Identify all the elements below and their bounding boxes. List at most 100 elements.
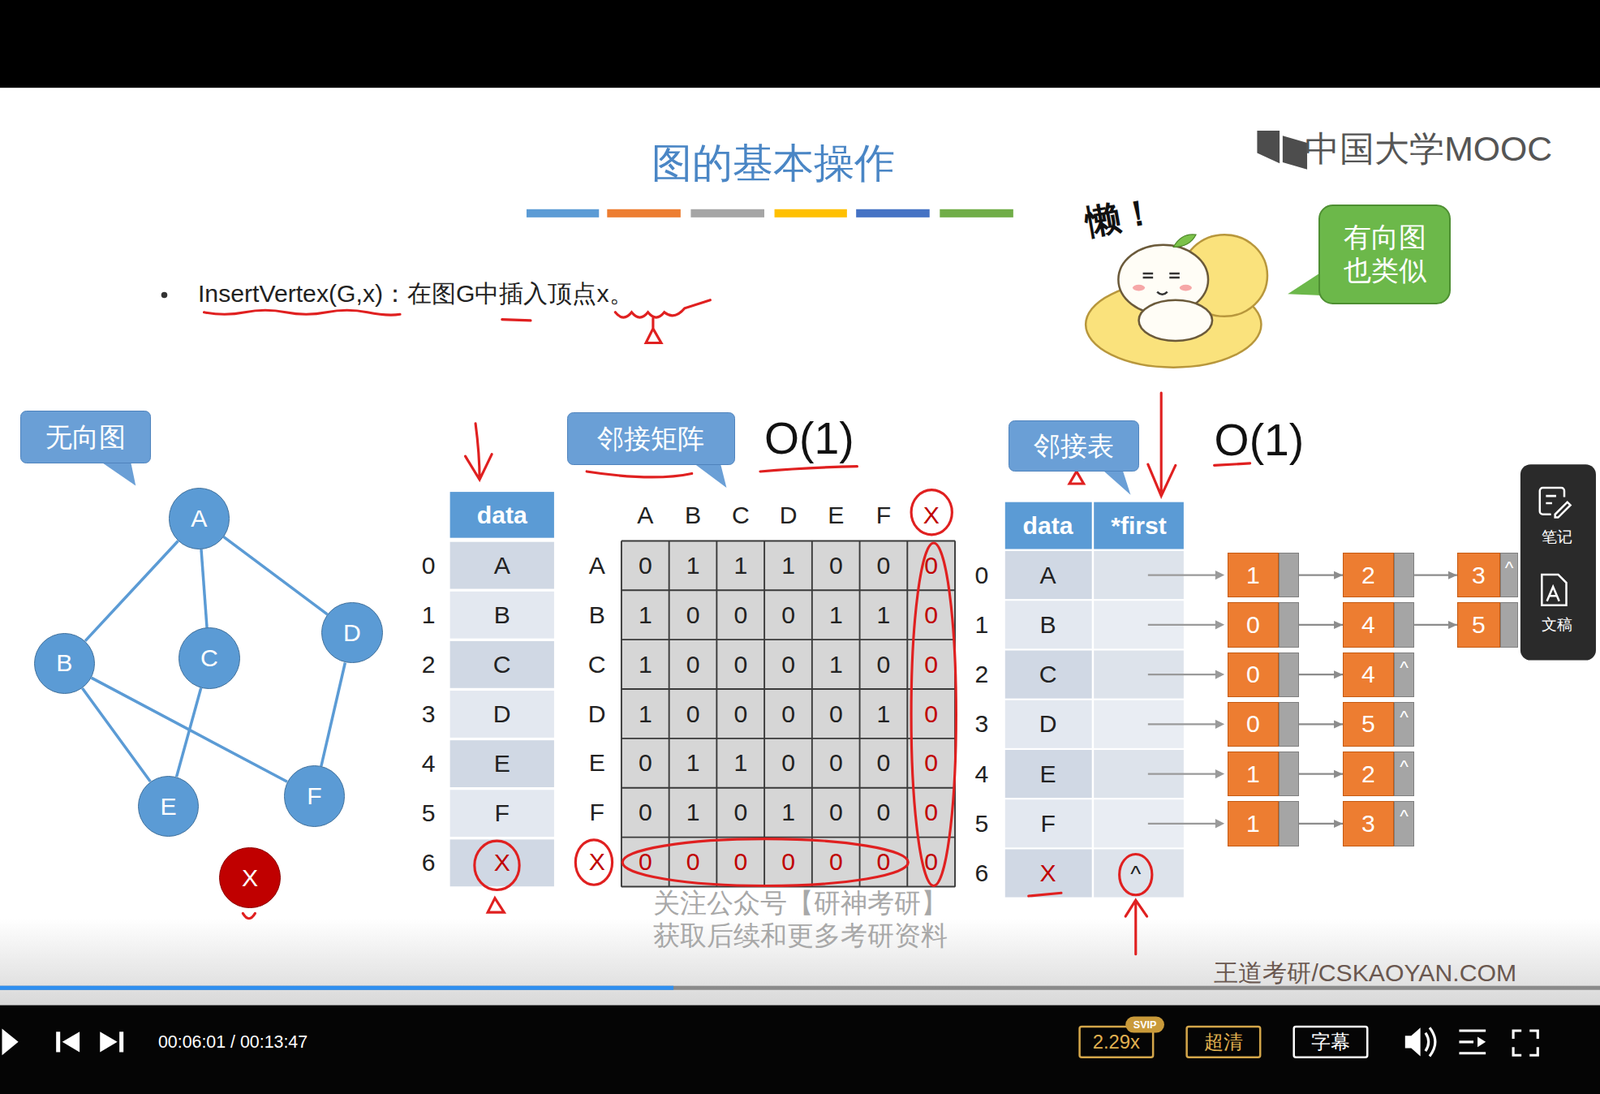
vertex-array-cells [450,640,555,689]
matrix-cell: 1 [829,601,844,630]
next-pointer [1298,722,1343,725]
callout-text: 邻接表 [1033,430,1114,462]
vertex-cell: E [494,749,511,779]
matrix-row-header: X [589,847,606,877]
player-controls [1425,1027,1436,1056]
matrix-cell: 0 [924,748,938,778]
head-pointer [1215,619,1225,629]
graph-edge [321,662,346,766]
head-pointer [1148,722,1217,725]
list-node: 1 [1227,552,1299,598]
vertex-array-cells [450,789,555,837]
player-controls [2,1015,1539,1057]
red-annotation [464,423,492,480]
vertex-array-cells [450,739,555,788]
index-number: 6 [421,848,436,878]
player-controls [1477,1036,1486,1048]
null-pointer: ^ [1399,805,1409,827]
list-node: 1 [1227,751,1299,796]
node-number: 1 [1246,809,1261,838]
node-pointer [1393,552,1415,598]
next-pointer [1298,673,1343,676]
logo-text: 中国大学MOOC [1304,129,1553,169]
matrix-cell: 1 [877,601,891,630]
node-value: 5 [1342,701,1394,747]
node-value: 0 [1227,602,1279,647]
node-value: 2 [1342,751,1394,796]
vertex-cell: A [494,550,511,580]
matrix-cell: 0 [877,649,891,679]
node-pointer [1500,602,1519,647]
matrix-cell: 1 [829,649,844,679]
vertex-cell: D [493,700,512,729]
node-number: 0 [1246,709,1261,738]
callout-box: 邻接矩阵 [567,412,735,465]
index-number: 0 [421,550,436,580]
head-pointer [1148,623,1217,626]
callout-tail [1101,468,1131,495]
player-controls [1187,1026,1261,1058]
red-annotation [1119,853,1153,895]
vertex-circle: X [219,847,280,908]
node-value: 1 [1227,800,1279,846]
quality-button: 超清 [1204,1030,1244,1053]
video-frame [0,985,1600,990]
node-value: 0 [1227,701,1279,747]
node-number: 5 [1361,709,1376,738]
node-number: 1 [1246,561,1261,590]
complexity-label: O(1) [1214,414,1305,467]
vertex-cell: C [1039,660,1058,689]
matrix-cell: 0 [877,847,891,877]
vertex-letter: A [190,504,207,533]
next-pointer [1298,822,1343,825]
matrix-cell: 1 [686,798,701,827]
node-value: 5 [1457,602,1501,647]
matrix-row-header: E [589,748,606,778]
vertex-array-cells [450,491,555,887]
list-node: 1 [1227,800,1299,846]
next-pointer [1298,574,1343,577]
title-color-bars [774,209,848,218]
cartoon-mascot [1173,234,1196,247]
vertex-circle: A [168,487,230,549]
red-annotation [622,838,908,887]
matrix-cell: 0 [924,699,938,728]
next-pointer [1414,574,1458,577]
node-value: 1 [1227,552,1279,598]
operation-text: InsertVertex(G,x)：在图G中插入顶点x。 [197,279,634,309]
matrix-cell: 0 [686,699,701,728]
matrix-row-header: D [588,699,607,728]
side-panel [1520,464,1596,660]
matrix-cell: 0 [877,798,891,827]
node-pointer [1278,602,1299,647]
vertex-circle: B [34,632,95,694]
index-number: 1 [974,610,989,640]
slide-title: 图的基本操作 [651,139,895,187]
matrix-cell: 0 [638,798,653,827]
head-pointer [1215,570,1225,580]
vertex-cell: B [1040,610,1057,640]
logo-icon [1256,130,1280,164]
player-controls [1294,1026,1368,1058]
red-annotation [760,466,857,472]
adjacency-list-cells [1093,502,1184,550]
node-value: 4 [1342,602,1394,647]
player-controls [119,1031,124,1052]
next-pointer [1414,623,1458,626]
red-annotation [911,542,956,887]
list-node: 4^ [1342,652,1415,697]
vertex-cell: D [1039,709,1058,739]
adjacency-list-cells [1005,650,1093,699]
matrix-cell: 1 [686,748,701,778]
head-pointer [1215,669,1225,679]
matrix-cell: 0 [829,847,844,877]
node-pointer: ^ [1393,751,1415,796]
matrix-cell: 0 [829,798,844,827]
red-annotation [586,471,693,478]
matrix-cell: 0 [686,649,701,679]
head-pointer [1148,673,1217,676]
vertex-array-cells [450,491,555,538]
video-frame [0,87,1600,1007]
matrix-cell: 1 [781,551,796,581]
